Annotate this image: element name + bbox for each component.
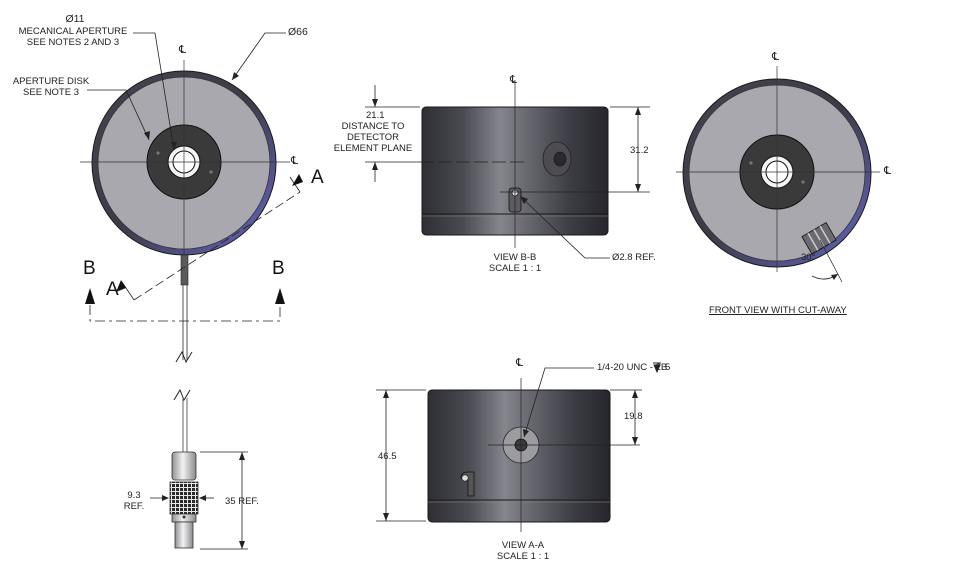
arrowhead: [831, 274, 838, 280]
view-aa-title: VIEW A-A: [501, 540, 545, 551]
section-line-a: [133, 191, 301, 301]
height-total-label: 46.5: [378, 451, 397, 462]
centerline-icon: ℄: [510, 73, 518, 86]
break-line: [173, 388, 191, 402]
centerline-icon: ℄: [179, 43, 187, 56]
mech-aperture-line2: SEE NOTES 2 AND 3: [26, 37, 120, 48]
aperture-disk-line2: SEE NOTE 3: [23, 87, 79, 98]
hole-diameter-label: Ø2.8 REF.: [612, 252, 656, 263]
section-arrow-b: [85, 288, 95, 304]
arrowhead: [632, 437, 638, 445]
angle-extension: [819, 239, 843, 283]
side-port-hole: [553, 151, 567, 167]
leader-line: [133, 32, 175, 151]
section-mark-a: A: [106, 279, 119, 300]
view-aa: [376, 362, 661, 532]
aperture-disk-note: APERTURE DISK SEE NOTE 3: [8, 76, 94, 98]
screw-hole: [801, 180, 805, 184]
connector-key: [182, 515, 186, 519]
connector-body: [174, 521, 194, 549]
connector-view: [150, 388, 248, 550]
section-line-b: [89, 305, 281, 322]
arrowhead: [632, 390, 638, 398]
arrowhead: [232, 72, 239, 80]
view-aa-scale: SCALE 1 : 1: [496, 551, 550, 562]
centerline-icon: ℄: [291, 154, 299, 167]
leader-line: [519, 195, 610, 259]
arrowhead: [144, 131, 150, 140]
arrowhead: [372, 99, 378, 107]
section-mark-b: B: [83, 258, 96, 279]
leader-line: [87, 89, 150, 141]
centerline-icon: ℄: [516, 356, 524, 369]
view-aa-label: VIEW A-A SCALE 1 : 1: [482, 540, 564, 562]
arrowhead: [383, 513, 389, 521]
height-mount-label: 19.8: [624, 411, 643, 422]
aperture-diameter-label: Ø11: [65, 13, 85, 25]
break-line: [175, 350, 193, 364]
view-bb-scale: SCALE 1 : 1: [488, 263, 542, 274]
front-view-cutaway: [676, 66, 880, 283]
front-view: [80, 32, 303, 364]
view-bb-label: VIEW B-B SCALE 1 : 1: [474, 252, 556, 274]
front-cutaway-label: FRONT VIEW WITH CUT-AWAY: [709, 305, 847, 316]
connector-diameter-value: 9.3: [127, 490, 141, 501]
mech-aperture-line1: MECANICAL APERTURE: [18, 26, 128, 37]
arrowhead: [239, 541, 245, 549]
distance-line1: DISTANCE TO: [341, 121, 405, 132]
thread-depth-label: 5: [665, 362, 671, 373]
arrowhead: [171, 142, 177, 150]
outer-diameter-label: Ø66: [288, 26, 308, 38]
screw-hole: [156, 151, 160, 155]
centerline-icon: ℄: [884, 164, 892, 177]
section-mark-a: A: [311, 167, 324, 188]
arrowhead: [523, 429, 529, 437]
thread-spec-label: 1/4-20 UNC - 2B: [597, 362, 668, 373]
arrowhead: [199, 495, 206, 501]
depth-icon: [653, 362, 661, 374]
mech-aperture-note: MECANICAL APERTURE SEE NOTES 2 AND 3: [14, 26, 132, 48]
connector-knurl: [169, 481, 199, 515]
connector-diameter-ref: REF.: [123, 501, 145, 512]
view-bb: [365, 80, 650, 259]
arrowhead: [520, 196, 528, 204]
angle-label: 30°: [801, 252, 816, 263]
distance-note: DISTANCE TO DETECTOR ELEMENT PLANE: [330, 121, 416, 154]
section-arrow-a: [292, 174, 303, 186]
arrowhead: [239, 452, 245, 460]
height-top-label: 31.2: [630, 145, 649, 156]
distance-line3: ELEMENT PLANE: [333, 143, 413, 154]
cable-hole: [461, 474, 469, 482]
screw-hole: [209, 170, 213, 174]
distance-line2: DETECTOR: [346, 132, 400, 143]
cutaway-connector: [801, 222, 837, 255]
leader-line: [523, 367, 594, 438]
cable-strain-relief: [180, 254, 189, 286]
distance-value-label: 21.1: [366, 110, 385, 121]
section-arrow-a: [116, 280, 126, 292]
aperture-disk-line1: APERTURE DISK: [12, 76, 90, 87]
section-mark-b: B: [272, 258, 285, 279]
arrowhead: [162, 495, 169, 501]
view-bb-title: VIEW B-B: [493, 252, 537, 263]
centerline-icon: ℄: [772, 50, 780, 63]
arrowhead: [635, 184, 641, 192]
section-arrow-b: [275, 288, 285, 304]
screw-hole: [749, 161, 753, 165]
connector-collar: [171, 451, 197, 481]
connector-length-label: 35 REF.: [225, 496, 259, 507]
arrowhead: [372, 162, 378, 170]
connector-diameter-note: 9.3 REF.: [118, 490, 150, 512]
arrowhead: [635, 107, 641, 115]
arrowhead: [383, 390, 389, 398]
leader-line: [231, 32, 286, 81]
